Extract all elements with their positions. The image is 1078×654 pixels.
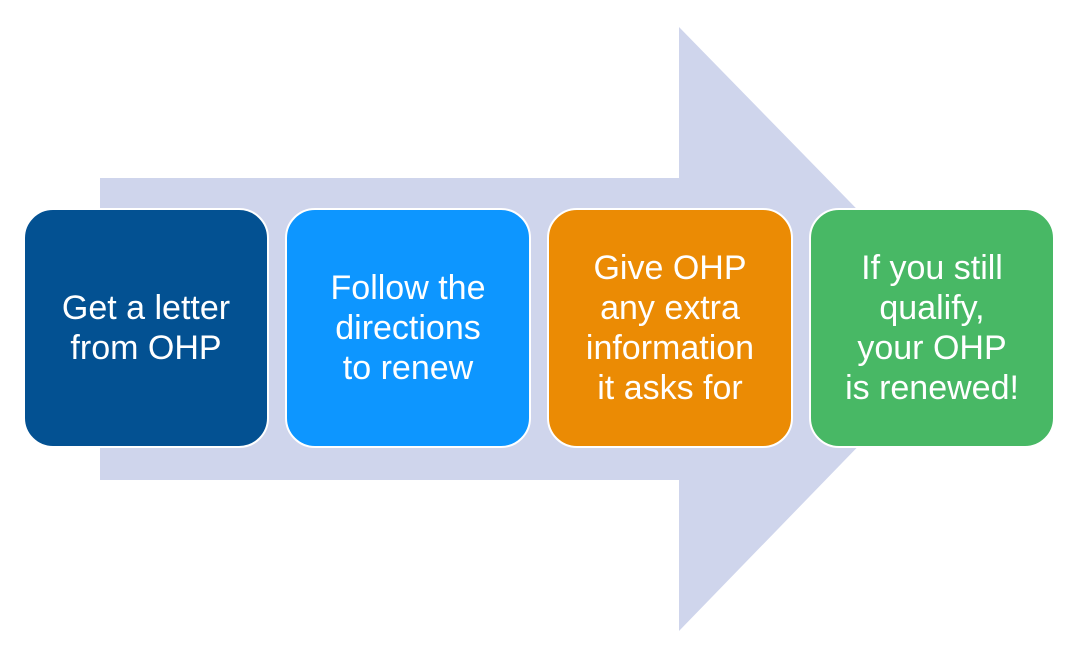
step-follow-directions-text: Follow the directions to renew [330,269,486,387]
step-renewed: If you still qualify, your OHP is renewe… [809,208,1055,448]
step-give-information: Give OHP any extra information it asks f… [547,208,793,448]
step-get-letter: Get a letter from OHP [23,208,269,448]
step-get-letter-text: Get a letter from OHP [61,289,231,367]
step-give-information-text: Give OHP any extra information it asks f… [585,249,755,407]
step-follow-directions: Follow the directions to renew [285,208,531,448]
arrow-shape [100,27,973,631]
step-renewed-text: If you still qualify, your OHP is renewe… [845,249,1019,407]
